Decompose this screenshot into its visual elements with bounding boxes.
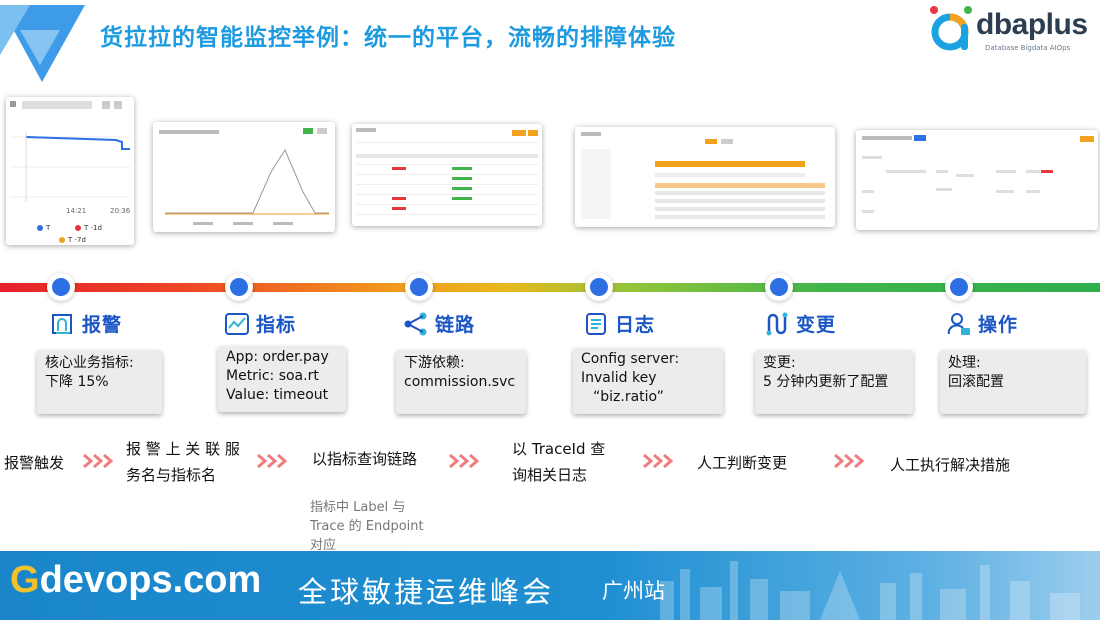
flow-step-3: 以指标查询链路 <box>312 450 418 468</box>
footer-banner: Gdevops.com 全球敏捷运维峰会 广州站 <box>0 551 1100 620</box>
note-line-3: 对应 <box>310 538 337 553</box>
slide-title: 货拉拉的智能监控举例：统一的平台，流畅的排障体验 <box>100 25 676 51</box>
flow-step-6: 人工执行解决措施 <box>890 456 1011 474</box>
stage-metrics: 指标 <box>224 310 296 337</box>
alert-screenshot[interactable]: 14:21 20:36 T T -1d T -7d <box>6 97 134 245</box>
card-change: 变更: 5 分钟内更新了配置 <box>755 350 913 414</box>
card-metrics: App: order.pay Metric: soa.rt Value: tim… <box>218 346 346 412</box>
log-viewer <box>581 132 825 219</box>
brand-logo: dbaplus Database Bigdata AIOps <box>928 4 1088 58</box>
card-log: Config server: Invalid key “biz.ratio” <box>573 348 723 414</box>
stage-title-change: 变更 <box>796 314 837 336</box>
slide-corner-logo <box>0 5 85 82</box>
chevron-right-icon <box>643 453 674 469</box>
footer-site-g: G <box>10 559 40 601</box>
flow-step-2: 报 警 上 关 联 服 务名与指标名 <box>126 436 240 488</box>
legend-t-7d: T -7d <box>68 236 86 244</box>
log-icon <box>586 312 606 335</box>
chevron-right-icon <box>257 453 288 469</box>
alert-time-start: 14:21 <box>66 207 87 215</box>
chevron-right-icon <box>834 453 865 469</box>
card-metrics-line-2: Metric: soa.rt <box>226 368 319 384</box>
note-line-1: 指标中 Label 与 <box>310 500 406 515</box>
trace-table <box>356 128 538 215</box>
card-alert: 核心业务指标: 下降 15% <box>37 350 162 414</box>
card-trace: 下游依赖: commission.svc <box>396 350 526 414</box>
card-log-line-2: Invalid key <box>581 370 657 386</box>
card-trace-line-2: commission.svc <box>404 374 516 390</box>
stage-title-log: 日志 <box>615 314 656 336</box>
flow-step-1: 报警触发 <box>4 454 65 472</box>
metrics-chart <box>159 128 329 225</box>
footer-site: Gdevops.com <box>10 559 261 602</box>
timeline-node-alert[interactable] <box>47 273 75 301</box>
card-trace-line-1: 下游依赖: <box>404 355 465 371</box>
brand-name: dbaplus <box>976 8 1088 41</box>
city-skyline-graphic <box>660 561 1080 620</box>
stage-title-metrics: 指标 <box>256 314 297 336</box>
card-operation: 处理: 回滚配置 <box>940 350 1086 414</box>
change-screenshot[interactable] <box>856 130 1098 230</box>
legend-t: T <box>46 224 51 232</box>
timeline-node-metrics[interactable] <box>225 273 253 301</box>
flow-step-5: 人工判断变更 <box>697 454 788 472</box>
timeline-node-change[interactable] <box>765 273 793 301</box>
alert-icon <box>52 313 72 334</box>
note-line-2: Trace 的 Endpoint <box>310 519 424 534</box>
stage-alert: 报警 <box>50 310 122 337</box>
footer-site-rest: devops.com <box>39 559 262 601</box>
alert-chart <box>10 101 130 243</box>
stage-trace: 链路 <box>403 310 475 337</box>
flow-step-4: 以 TraceId 查 询相关日志 <box>512 436 605 488</box>
card-change-line-2: 5 分钟内更新了配置 <box>763 374 889 390</box>
stage-log: 日志 <box>583 310 655 337</box>
log-screenshot[interactable] <box>575 127 835 227</box>
flow-step-2-line-1: 报 警 上 关 联 服 <box>126 440 240 458</box>
stage-change: 变更 <box>764 310 836 337</box>
stage-operation: 操作 <box>946 310 1018 337</box>
card-change-line-1: 变更: <box>763 355 796 371</box>
brand-tagline: Database Bigdata AIOps <box>985 44 1071 52</box>
footer-city: 广州站 <box>602 579 665 603</box>
timeline-node-log[interactable] <box>585 273 613 301</box>
card-metrics-line-3: Value: timeout <box>226 387 329 403</box>
stage-title-alert: 报警 <box>82 314 123 336</box>
card-operation-line-2: 回滚配置 <box>948 374 1004 390</box>
card-operation-line-1: 处理: <box>948 355 981 371</box>
trace-icon <box>404 312 427 335</box>
flow-step-4-line-1: 以 TraceId 查 <box>512 440 606 458</box>
timeline-node-operation[interactable] <box>945 273 973 301</box>
flow-step-2-line-2: 务名与指标名 <box>126 466 217 484</box>
dbaplus-logo-icon <box>930 6 972 51</box>
card-metrics-line-1: App: order.pay <box>226 349 329 365</box>
trace-mapping-note: 指标中 Label 与 Trace 的 Endpoint 对应 <box>310 498 424 555</box>
metrics-screenshot[interactable] <box>153 122 335 232</box>
change-icon <box>766 312 788 335</box>
flow-step-4-line-2: 询相关日志 <box>512 466 588 484</box>
card-alert-line-1: 核心业务指标: <box>45 355 134 371</box>
stage-title-operation: 操作 <box>978 314 1019 336</box>
operation-icon <box>947 312 970 335</box>
card-log-line-3: “biz.ratio” <box>593 389 664 405</box>
alert-time-end: 20:36 <box>110 207 131 215</box>
stage-title-trace: 链路 <box>435 314 476 336</box>
card-alert-line-2: 下降 15% <box>45 374 109 390</box>
chevron-right-icon <box>449 453 480 469</box>
chevron-right-icon <box>83 453 114 469</box>
timeline-track <box>0 283 1100 292</box>
legend-t-1d: T -1d <box>84 224 102 232</box>
metrics-icon <box>225 312 249 335</box>
change-detail <box>862 135 1094 213</box>
card-log-line-1: Config server: <box>581 351 680 367</box>
timeline-node-trace[interactable] <box>405 273 433 301</box>
trace-screenshot[interactable] <box>352 124 542 226</box>
footer-conference: 全球敏捷运维峰会 <box>298 575 555 609</box>
